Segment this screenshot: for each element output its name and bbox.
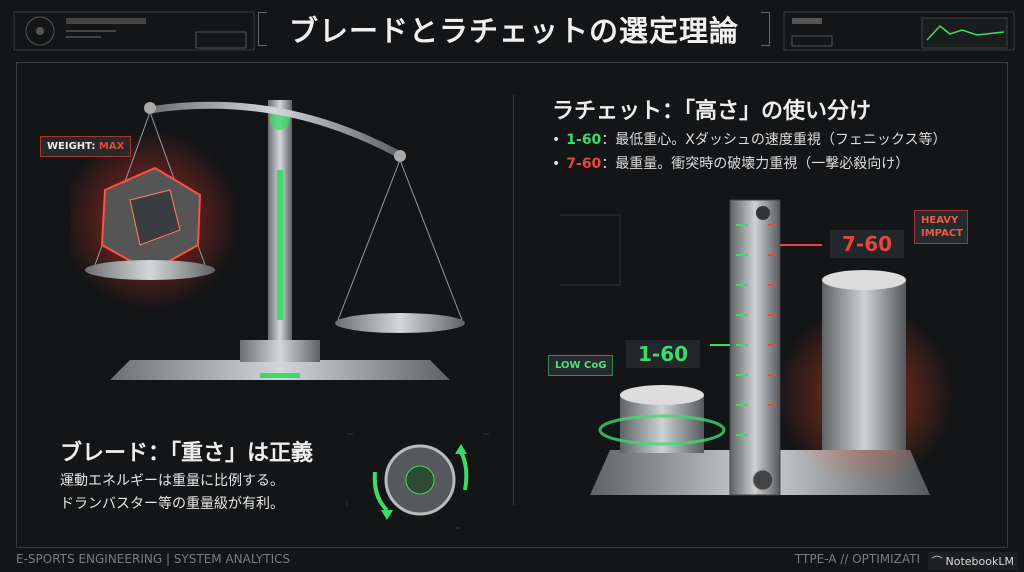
hud-decoration-left xyxy=(13,11,255,51)
footer-left: E-SPORTS ENGINEERING | SYSTEM ANALYTICS xyxy=(16,552,291,566)
weight-max-tag: WEIGHT: MAX xyxy=(40,136,132,157)
blade-body-line: 運動エネルギーは重量に比例する。 xyxy=(60,473,284,489)
balance-scale-illustration xyxy=(70,100,465,380)
ratchet-bullets: •1-60：最低重心。Xダッシュの速度重視（フェニックス等） •7-60：最重量… xyxy=(552,128,946,176)
hud-decoration-right xyxy=(783,11,1015,51)
heavy-value-label: 7-60 xyxy=(830,230,905,258)
bullet-text: ：最低重心。Xダッシュの速度重視（フェニックス等） xyxy=(601,132,947,148)
notebooklm-badge: ⌒ NotebookLM xyxy=(927,552,1018,570)
weight-tag-value: MAX xyxy=(98,141,125,152)
title-box: ブレードとラチェットの選定理論 xyxy=(258,6,770,52)
section-divider xyxy=(513,95,514,505)
blade-body-line: ドランバスター等の重量級が有利。 xyxy=(60,496,284,512)
bullet-1-60: •1-60：最低重心。Xダッシュの速度重視（フェニックス等） xyxy=(552,128,946,152)
main-frame xyxy=(16,62,1008,548)
low-value-label: 1-60 xyxy=(626,340,701,368)
bullet-code: 7-60 xyxy=(566,156,602,172)
weight-tag-label: WEIGHT: xyxy=(47,141,96,152)
blade-body: 運動エネルギーは重量に比例する。 ドランバスター等の重量級が有利。 xyxy=(60,470,284,516)
bullet-7-60: •7-60：最重量。衝突時の破壊力重視（一撃必殺向け） xyxy=(552,152,946,176)
beyblade-illustration xyxy=(346,433,494,529)
brand-label: NotebookLM xyxy=(945,554,1014,568)
page-title: ブレードとラチェットの選定理論 xyxy=(288,14,739,48)
ratchet-heading: ラチェット：「高さ」の使い分け xyxy=(552,99,872,124)
heavy-impact-tag: HEAVY IMPACT xyxy=(914,210,968,244)
bullet-code: 1-60 xyxy=(566,132,602,148)
low-cog-tag: LOW CoG xyxy=(548,355,614,376)
blade-heading: ブレード：「重さ」は正義 xyxy=(60,441,314,466)
notebooklm-icon: ⌒ xyxy=(931,555,943,568)
bullet-text: ：最重量。衝突時の破壊力重視（一撃必殺向け） xyxy=(601,156,910,172)
footer-right: TTPE-A // OPTIMIZATI xyxy=(794,552,920,566)
ratchet-height-illustration xyxy=(560,199,955,496)
